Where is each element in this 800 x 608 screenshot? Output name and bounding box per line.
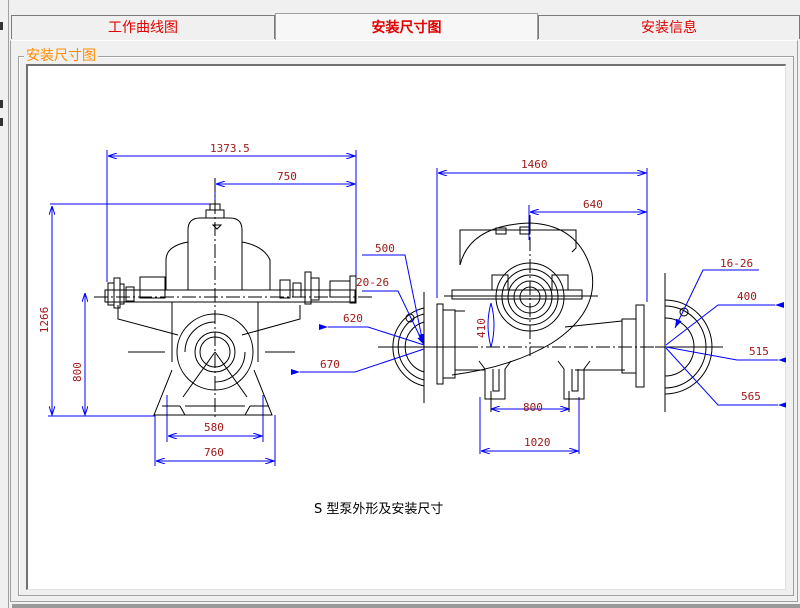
dim-base-width: 760: [204, 446, 224, 459]
dim-center-to-end: 640: [583, 198, 603, 211]
dim-inlet-outer-diameter: 670: [320, 358, 340, 371]
dim-inlet-bolt-circle: 500: [375, 242, 395, 255]
dim-outlet-bolt-circle: 400: [737, 290, 757, 303]
edge-mark: [0, 22, 3, 30]
dim-overall-length: 1373.5: [210, 142, 250, 155]
dim-base-bolt-spacing: 580: [204, 421, 224, 434]
dim-outlet-bolt-holes: 16-26: [720, 257, 753, 270]
tab-install-info[interactable]: 安装信息: [538, 15, 800, 39]
front-view: [420, 168, 660, 454]
tab-install-dimensions[interactable]: 安装尺寸图: [275, 13, 538, 41]
edge-mark: [0, 118, 3, 126]
inlet-flange: [291, 254, 470, 403]
edge-mark: [0, 100, 3, 108]
dim-outlet-offset: 410: [475, 318, 488, 338]
dim-outlet-raised-face: 515: [749, 345, 769, 358]
dim-total-height: 1266: [38, 307, 51, 334]
dim-center-height: 800: [71, 362, 84, 382]
horizontal-scrollbar[interactable]: [12, 604, 800, 608]
dim-foot-bolt-spacing: 800: [523, 401, 543, 414]
side-view: [48, 150, 372, 466]
dim-line-outlet-offset: [487, 302, 495, 348]
dim-inlet-bolt-holes: 20-26: [356, 276, 389, 289]
drawing-canvas: 1373.5 750 1266 800 580 760 500 20-26 62…: [26, 64, 787, 590]
tab-work-curve[interactable]: 工作曲线图: [11, 15, 275, 39]
outlet-flange: [655, 269, 787, 412]
pump-drawing: 1373.5 750 1266 800 580 760 500 20-26 62…: [38, 142, 787, 517]
dim-outlet-outer-diameter: 565: [741, 390, 761, 403]
dimension-groupbox: [18, 56, 794, 596]
dim-shaft-to-end: 750: [277, 170, 297, 183]
dim-overall-width: 1460: [521, 158, 548, 171]
window-edge: [0, 0, 9, 608]
groupbox-title: 安装尺寸图: [24, 47, 98, 65]
tab-strip: 工作曲线图 安装信息 安装尺寸图: [10, 13, 800, 41]
drawing-caption: S 型泵外形及安装尺寸: [314, 502, 443, 517]
dim-foot-width: 1020: [524, 436, 551, 449]
dim-inlet-raised-face: 620: [343, 312, 363, 325]
